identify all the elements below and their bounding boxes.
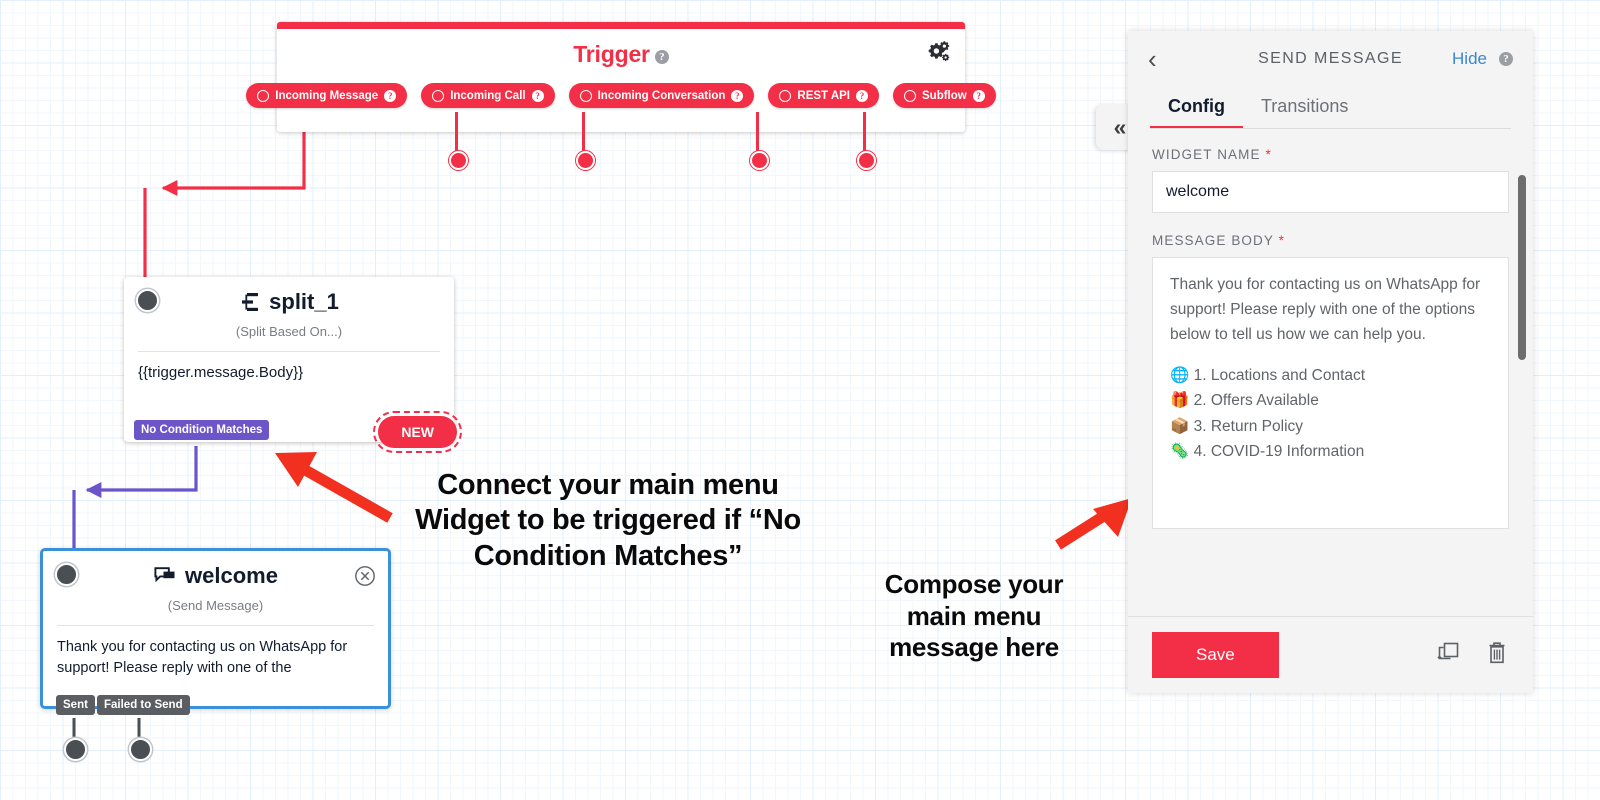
welcome-widget-body: Thank you for contacting us on WhatsApp …	[57, 639, 348, 676]
connector-ring-icon	[432, 89, 445, 102]
widget-name-input[interactable]: welcome	[1152, 171, 1509, 213]
send-message-config-panel[interactable]: ‹ SEND MESSAGE Hide ? Config Transitions…	[1128, 31, 1533, 693]
trigger-endpoint-incoming-call[interactable]	[449, 151, 468, 170]
split-widget-name: split_1	[269, 289, 339, 314]
widget-name-label-text: WIDGET NAME	[1152, 147, 1261, 162]
trigger-stub-subflow	[863, 112, 866, 154]
transition-tag-no-condition-matches[interactable]: No Condition Matches	[134, 420, 270, 440]
message-body-label-text: MESSAGE BODY	[1152, 233, 1274, 248]
message-body-paragraph: Thank you for contacting us on WhatsApp …	[1170, 276, 1481, 344]
trigger-panel[interactable]: Trigger? Incoming Message ? Incoming Cal…	[246, 22, 996, 132]
trigger-pill-incoming-conversation[interactable]: Incoming Conversation ?	[568, 83, 755, 108]
split-icon	[242, 293, 259, 311]
connector-ring-icon	[257, 89, 270, 102]
close-icon[interactable]	[354, 565, 376, 587]
message-option-4: 🦠 4. COVID-19 Information	[1170, 439, 1491, 464]
tab-transitions[interactable]: Transitions	[1260, 96, 1349, 116]
connector-ring-icon	[904, 89, 916, 102]
gift-icon: 🎁	[1170, 392, 1190, 410]
widget-name-value: welcome	[1166, 183, 1230, 200]
pill-label: Incoming Call	[450, 89, 526, 102]
divider	[57, 625, 374, 626]
welcome-widget-title: welcome	[43, 551, 388, 589]
trigger-pill-incoming-call[interactable]: Incoming Call ?	[421, 83, 555, 108]
message-option-3-text: 3. Return Policy	[1193, 417, 1304, 435]
widget-name-label: WIDGET NAME *	[1152, 147, 1509, 162]
hide-panel-button[interactable]: Hide ?	[1452, 49, 1513, 69]
save-button[interactable]: Save	[1152, 632, 1279, 678]
split-widget[interactable]: split_1 (Split Based On...) {{trigger.me…	[124, 277, 462, 453]
trigger-stub-incoming-conversation	[582, 112, 585, 154]
message-option-2: 🎁 2. Offers Available	[1170, 388, 1491, 413]
new-transition-button[interactable]: NEW	[373, 411, 462, 453]
trigger-pill-list: Incoming Message ? Incoming Call ? Incom…	[246, 83, 996, 108]
pill-label: Incoming Message	[275, 89, 379, 102]
message-option-4-text: 4. COVID-19 Information	[1193, 442, 1365, 460]
connector-ring-icon	[779, 89, 792, 102]
trigger-pill-subflow[interactable]: Subflow ?	[893, 83, 996, 108]
trigger-stub-incoming-call	[455, 112, 458, 154]
trigger-title-text: Trigger	[573, 41, 650, 67]
split-widget-title: split_1	[124, 277, 454, 315]
panel-title: SEND MESSAGE	[1258, 49, 1403, 67]
help-icon[interactable]: ?	[731, 89, 744, 102]
split-widget-subtitle: (Split Based On...)	[235, 324, 343, 339]
required-mark: *	[1265, 147, 1272, 162]
required-mark: *	[1278, 233, 1285, 248]
chevron-left-icon[interactable]: ‹	[1148, 43, 1157, 74]
split-input-dot[interactable]	[136, 289, 159, 312]
gear-icon[interactable]	[925, 39, 951, 65]
globe-icon: 🌐	[1170, 367, 1190, 385]
trigger-endpoint-subflow[interactable]	[857, 151, 876, 170]
annotation-text-connect-widget: Connect your main menu Widget to be trig…	[415, 469, 801, 572]
panel-header: ‹ SEND MESSAGE Hide ?	[1128, 31, 1533, 86]
trigger-title: Trigger?	[277, 41, 965, 68]
divider	[138, 351, 440, 352]
microbe-icon: 🦠	[1170, 442, 1190, 460]
trigger-stub-rest-api	[756, 112, 759, 154]
message-option-1: 🌐 1. Locations and Contact	[1170, 363, 1491, 388]
welcome-output-dot-sent[interactable]	[64, 738, 87, 761]
split-widget-expression: {{trigger.message.Body}}	[138, 364, 304, 381]
trash-icon[interactable]	[1485, 640, 1509, 671]
trigger-pill-incoming-message[interactable]: Incoming Message ?	[246, 83, 408, 108]
welcome-input-dot[interactable]	[55, 563, 78, 586]
message-option-3: 📦 3. Return Policy	[1170, 414, 1491, 439]
welcome-widget-subtitle: (Send Message)	[167, 598, 264, 613]
help-icon[interactable]: ?	[531, 89, 544, 102]
pill-label: REST API	[797, 89, 850, 102]
panel-tabs: Config Transitions	[1128, 86, 1533, 129]
help-icon[interactable]: ?	[1499, 51, 1513, 66]
transition-tag-sent[interactable]: Sent	[56, 695, 95, 715]
connector-ring-icon	[579, 89, 592, 102]
annotation-text-compose-message: Compose your main menu message here	[884, 569, 1064, 663]
trigger-endpoint-rest-api[interactable]	[750, 151, 769, 170]
welcome-widget[interactable]: welcome (Send Message) Thank you for con…	[40, 548, 391, 709]
trigger-pill-rest-api[interactable]: REST API ?	[768, 83, 879, 108]
panel-footer: Save	[1128, 616, 1533, 693]
help-icon[interactable]: ?	[856, 89, 868, 102]
welcome-output-dot-failed[interactable]	[129, 738, 152, 761]
trigger-endpoint-incoming-conversation[interactable]	[576, 151, 595, 170]
package-icon: 📦	[1170, 417, 1190, 435]
pill-label: Subflow	[922, 89, 967, 102]
message-option-1-text: 1. Locations and Contact	[1193, 367, 1366, 385]
panel-scroll-area[interactable]: WIDGET NAME * welcome MESSAGE BODY * Tha…	[1128, 129, 1533, 616]
help-icon[interactable]: ?	[384, 89, 397, 102]
message-option-2-text: 2. Offers Available	[1193, 392, 1319, 410]
message-body-textarea[interactable]: Thank you for contacting us on WhatsApp …	[1152, 257, 1509, 529]
help-icon[interactable]: ?	[654, 50, 669, 64]
hide-label: Hide	[1452, 48, 1487, 68]
message-body-options: 🌐 1. Locations and Contact 🎁 2. Offers A…	[1170, 363, 1491, 463]
transition-tag-failed-to-send[interactable]: Failed to Send	[97, 695, 190, 715]
welcome-widget-name: welcome	[185, 563, 278, 588]
duplicate-icon[interactable]	[1435, 640, 1461, 670]
tab-config[interactable]: Config	[1150, 86, 1243, 129]
footer-icon-group	[1435, 640, 1509, 671]
message-body-label: MESSAGE BODY *	[1152, 233, 1509, 248]
chat-bubble-icon	[154, 567, 175, 583]
pill-label: Incoming Conversation	[597, 89, 726, 102]
panel-scrollbar[interactable]	[1518, 175, 1526, 360]
help-icon[interactable]: ?	[972, 89, 985, 102]
